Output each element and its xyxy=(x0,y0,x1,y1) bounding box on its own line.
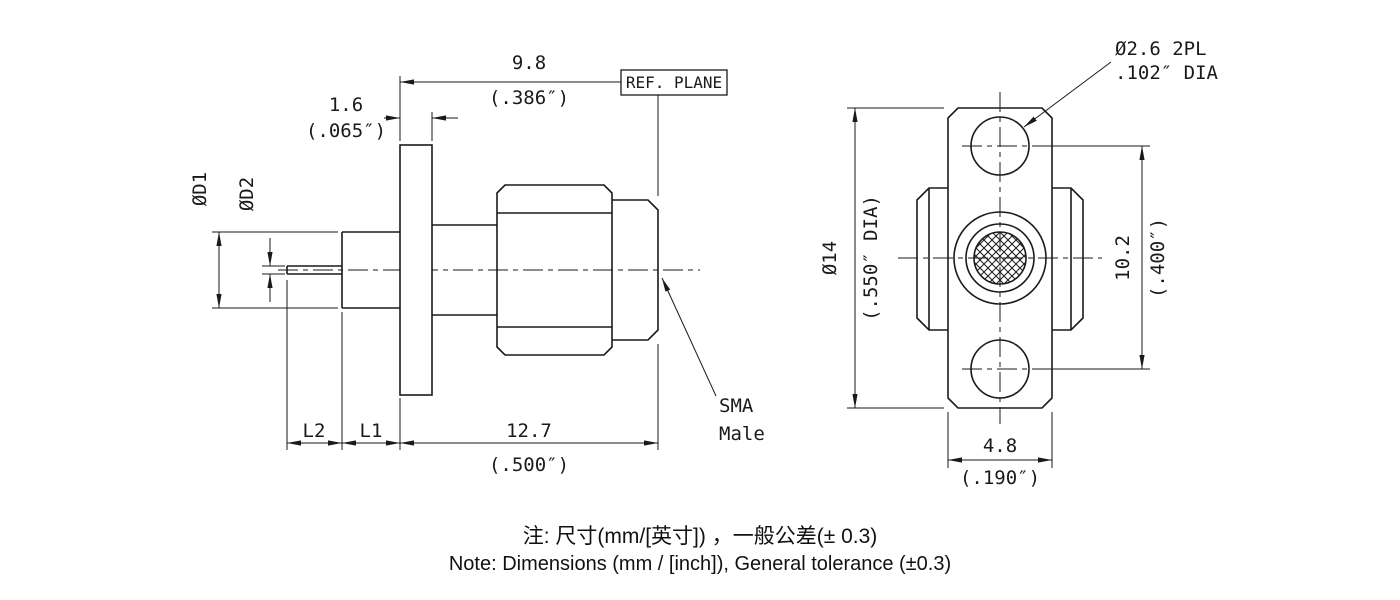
hole-callout-text-line2: .102″ DIA xyxy=(1115,62,1219,84)
dimension-1-6: 1.6 (.065″) xyxy=(306,94,458,142)
dim-9-8-inch-text: (.386″) xyxy=(489,87,569,109)
dimension-4-8: 4.8 (.190″) xyxy=(947,412,1053,489)
hex-wing-right xyxy=(1052,187,1084,331)
dim-bottom-extension-lines xyxy=(286,280,659,450)
dim-4-8-inch-text: (.190″) xyxy=(960,467,1040,489)
dim-d2-text: ØD2 xyxy=(236,177,258,211)
dim-12-7-inch-text: (.500″) xyxy=(489,454,569,476)
dim-1-6-inch-text: (.065″) xyxy=(306,120,386,142)
dim-4-8-mm-text: 4.8 xyxy=(983,435,1017,457)
connector-body xyxy=(432,224,497,316)
side-view: 9.8 (.386″) REF. PLANE 1.6 (.065″) ØD1 xyxy=(189,52,765,476)
ref-plane-text: REF. PLANE xyxy=(626,73,722,92)
dim-l1-text: L1 xyxy=(360,420,383,442)
dim-10-2-mm-text: 10.2 xyxy=(1112,235,1134,281)
sma-male-text-line2: Male xyxy=(719,423,765,445)
dimension-9-8: 9.8 (.386″) xyxy=(399,52,659,196)
hex-wing-left xyxy=(916,187,948,331)
hole-diameter-callout: Ø2.6 2PL .102″ DIA xyxy=(1023,38,1219,128)
dim-d2-extension-lines xyxy=(262,265,285,275)
sma-male-leader-line xyxy=(661,277,717,397)
ref-plane-box xyxy=(620,69,728,96)
mounting-flange xyxy=(399,144,433,396)
ref-plane-callout: REF. PLANE xyxy=(620,69,728,96)
dim-9-8-extension-lines xyxy=(399,76,659,196)
hex-nut-flats xyxy=(497,212,612,328)
dimension-d2: ØD2 xyxy=(236,177,285,302)
coupling-barrel xyxy=(612,199,659,341)
dimension-dia14: Ø14 (.550″ DIA) xyxy=(819,107,944,409)
center-pin xyxy=(286,265,342,275)
dim-12-7-mm-text: 12.7 xyxy=(506,420,552,442)
sma-male-callout: SMA Male xyxy=(661,277,765,445)
dimension-bottom-chain: L2 L1 12.7 (.500″) xyxy=(286,280,659,476)
note-chinese: 注: 尺寸(mm/[英寸]) ，一般公差(± 0.3) xyxy=(523,525,878,548)
dimension-d1: ØD1 xyxy=(189,172,338,309)
dim-l2-text: L2 xyxy=(303,420,326,442)
dim-d1-text: ØD1 xyxy=(189,172,211,206)
drawing-notes: 注: 尺寸(mm/[英寸]) ，一般公差(± 0.3) Note: Dimens… xyxy=(449,525,951,575)
dim-dia14-inch-text: (.550″ DIA) xyxy=(860,195,882,321)
dim-dia14-extension-lines xyxy=(847,107,944,409)
dim-10-2-extension-lines xyxy=(1036,145,1150,370)
hole-callout-leader-line xyxy=(1023,61,1112,128)
dimension-10-2: 10.2 (.400″) xyxy=(1036,145,1169,370)
dim-dia14-mm-text: Ø14 xyxy=(819,241,841,275)
dim-d1-extension-lines xyxy=(212,231,338,309)
dim-10-2-inch-text: (.400″) xyxy=(1147,218,1169,298)
hex-wings xyxy=(916,187,1084,331)
hole-callout-text-line1: Ø2.6 2PL xyxy=(1115,38,1207,60)
front-view: Ø14 (.550″ DIA) 10.2 (.400″) 4.8 (.190″)… xyxy=(819,38,1219,489)
dim-1-6-mm-text: 1.6 xyxy=(329,94,363,116)
rear-insulator xyxy=(341,231,400,309)
note-english: Note: Dimensions (mm / [inch]), General … xyxy=(449,553,951,575)
sma-male-text-line1: SMA xyxy=(719,395,754,417)
dim-9-8-mm-text: 9.8 xyxy=(512,52,546,74)
hex-nut xyxy=(496,184,613,356)
